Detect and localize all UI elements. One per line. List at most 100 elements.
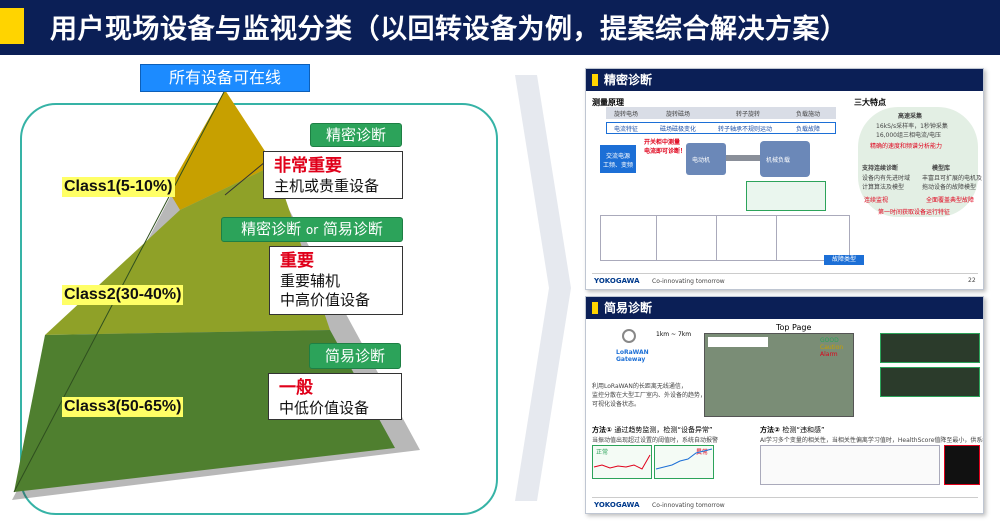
motor-label: 电动机 (692, 157, 711, 164)
site-map-image (704, 333, 854, 417)
flow-bottom-row (606, 122, 836, 134)
method2-desc: 检测“违和感” (782, 426, 825, 434)
class3-label: Class3(50-65%) (62, 397, 184, 417)
feature3-red: 全面覆盖典型故障 (926, 197, 975, 204)
header-accent-bar (0, 8, 24, 44)
method1-desc: 通过趋势监测，检测“设备异常” (614, 426, 713, 434)
measure-title: 测量原理 (592, 98, 624, 107)
flow-bottom-1: 电流特征 (614, 126, 639, 133)
features-title: 三大特点 (854, 98, 886, 107)
features-circle-bg (858, 107, 978, 217)
flow-top-row (606, 107, 836, 119)
method1-chart-normal (592, 445, 652, 479)
class3-tag-simple: 简易诊断 (309, 343, 401, 369)
pyramid-tier-1 (168, 90, 274, 210)
yokogawa-logo: YOKOGAWA (594, 277, 640, 285)
slide-precise-diagnosis: 精密诊断 测量原理 三大特点 旋转电场 旋转磁场 转子旋转 负载施动 电流特征 … (585, 68, 984, 290)
legend-caution: Caution (820, 344, 844, 351)
legend-good: GOOD (820, 337, 839, 344)
load-graphic (760, 141, 810, 177)
pyramid-frame (20, 103, 498, 515)
feature3-desc: 丰富且可扩展的电机及拖动设备的故障模型 (922, 175, 983, 191)
method2-title: 方法② 检测“违和感” (760, 425, 825, 435)
abnormal-label-1: 異常 (696, 449, 709, 456)
flow-bottom-4: 负载故障 (796, 126, 821, 133)
red-note: 开关柜中测量电流即可诊断！ (644, 139, 687, 155)
feature-bottom: 第一时间获取设备运行特征 (878, 209, 951, 216)
slide-top-title: 精密诊断 (586, 69, 983, 91)
top-banner: 所有设备可在线 (140, 64, 310, 92)
health-score-screen (944, 445, 980, 485)
method1-title: 方法① 通过趋势监测，检测“设备异常” (592, 425, 713, 435)
fault-type-button: 故障类型 (824, 255, 864, 265)
chevron-arrow-icon (515, 75, 571, 501)
feature3-title: 模型库 (932, 165, 951, 172)
flow-top-3: 转子旋转 (736, 111, 761, 118)
footer-divider (592, 273, 978, 274)
feature2-desc: 设备内有先进时域计算算法及模型 (862, 175, 911, 191)
method1-trend-lines (593, 448, 713, 470)
class3-info-box: 一般 中低价值设备 (268, 373, 402, 420)
flow-bottom-2: 磁场磁极变化 (660, 126, 697, 133)
power-source-box: 交流电源工频、变频 (600, 145, 636, 173)
feature1-title: 高速采集 (898, 113, 923, 120)
page-title: 用户现场设备与监视分类（以回转设备为例，提案综合解决方案） (50, 14, 848, 45)
lora-desc: 利用LoRaWAN的长距离无线通信，监控分散在大型工厂室内、外设备的趋势，可视化… (592, 383, 707, 408)
fault-type-table (600, 215, 850, 261)
feature2-red: 连续监视 (864, 197, 889, 204)
motor-graphic (686, 143, 726, 175)
class2-label: Class2(30-40%) (62, 285, 184, 305)
flow-top-4: 负载施动 (796, 111, 821, 118)
class2-desc-line-2: 中高价值设备 (280, 291, 371, 309)
equipment-management-header (708, 337, 768, 347)
footer-divider (592, 497, 978, 498)
class1-info-box: 非常重要 主机或贵重设备 (263, 151, 403, 199)
distance-label: 1km ~ 7km (656, 331, 692, 338)
method2-label: 方法② (760, 426, 780, 434)
flow-bottom-3: 转子轴承不规则运动 (718, 126, 773, 133)
page-number: 22 (968, 277, 976, 284)
feature2-title: 支持连续诊断 (862, 165, 899, 172)
method2-sub: AI学习多个变量的相关性，当相关性偏离学习值时，HealthScore值降至最小… (760, 437, 983, 444)
legend-alarm: Alarm (820, 351, 838, 358)
table-divider (776, 215, 777, 261)
load-label: 机械负载 (766, 157, 791, 164)
top-page-label: Top Page (776, 323, 812, 332)
flow-top-2: 旋转磁场 (666, 111, 691, 118)
tagline: Co-innovating tomorrow (652, 278, 725, 285)
slide-bottom-title: 简易诊断 (586, 297, 983, 319)
class3-importance: 一般 (279, 378, 313, 398)
normal-label-1: 正常 (596, 449, 609, 456)
method1-sub: 当振动值出现超过设置的阈值时，系统自动报警 (592, 437, 719, 444)
class1-importance: 非常重要 (274, 156, 342, 176)
header-bar: 用户现场设备与监视分类（以回转设备为例，提案综合解决方案） (0, 0, 1000, 55)
table-divider (716, 215, 717, 261)
yokogawa-logo: YOKOGAWA (594, 501, 640, 509)
method1-label: 方法① (592, 426, 612, 434)
trend-screen-1 (880, 333, 980, 363)
class1-label: Class1(5-10%) (62, 177, 175, 197)
pyramid-tier-3 (14, 330, 395, 492)
antenna-icon (622, 329, 636, 343)
class2-tag-precise: 精密诊断 (241, 220, 302, 238)
method2-diagram (760, 445, 940, 485)
class2-desc-line-1: 重要辅机 (280, 272, 341, 290)
table-divider (656, 215, 657, 261)
class2-tag-or: or (305, 223, 319, 237)
class1-tag-precise: 精密诊断 (310, 123, 402, 147)
class2-importance: 重要 (280, 251, 314, 271)
trend-screen-2 (880, 367, 980, 397)
class2-tag-simple: 简易诊断 (322, 220, 383, 238)
analyzer-graphic (746, 181, 826, 211)
flow-top-1: 旋转电场 (614, 111, 639, 118)
class1-desc-line: 主机或贵重设备 (274, 177, 380, 195)
shaft-graphic (726, 155, 760, 161)
feature1-red: 精确的速度和频谱分析能力 (870, 143, 943, 150)
class3-desc-line: 中低价值设备 (279, 399, 370, 417)
class2-tag: 精密诊断 or 简易诊断 (221, 217, 403, 242)
tagline: Co-innovating tomorrow (652, 502, 725, 509)
